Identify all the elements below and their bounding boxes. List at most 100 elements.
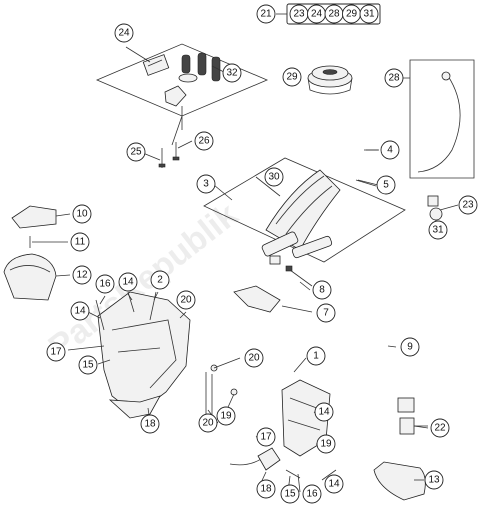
callout-number: 21 [260, 9, 272, 20]
callout-circle [216, 406, 236, 426]
callout-circle [72, 265, 92, 285]
callout-c8[interactable]: 8 [312, 280, 332, 300]
callout-labels: 24 32 29 28 25 26 4 3 30 5 23 31 10 11 12 16 14 2 20 8 14 7 17… [46, 23, 478, 504]
callout-circle [46, 342, 66, 362]
callout-circle [302, 484, 322, 504]
callout-c26[interactable]: 26 [194, 131, 214, 151]
callout-number: 19 [220, 411, 232, 422]
callout-number: 17 [260, 432, 272, 443]
callout-c15b[interactable]: 15 [280, 484, 300, 504]
headlight-mask-part [3, 253, 57, 301]
callout-header-item[interactable]: 31 [359, 4, 379, 24]
callout-circle [312, 280, 332, 300]
callout-c20c[interactable]: 20 [198, 413, 218, 433]
callout-c19a[interactable]: 19 [216, 406, 236, 426]
callout-number: 29 [346, 9, 358, 20]
key-part [181, 54, 191, 74]
header-group-lead[interactable]: 21 [256, 4, 276, 24]
callout-circle [424, 470, 444, 490]
callout-c17a[interactable]: 17 [46, 342, 66, 362]
callout-c14c[interactable]: 14 [314, 402, 334, 422]
cable-assembly [409, 59, 475, 221]
lock-ring-part [178, 73, 198, 83]
callout-number: 16 [306, 489, 318, 500]
callout-c18a[interactable]: 18 [140, 414, 160, 434]
callout-number: 23 [462, 200, 474, 211]
fuel-cap-part [307, 65, 353, 95]
callout-c14a[interactable]: 14 [118, 272, 138, 292]
callout-c17b[interactable]: 17 [256, 427, 276, 447]
callout-number: 22 [434, 423, 446, 434]
callout-number: 19 [320, 439, 332, 450]
callout-circle [316, 303, 336, 323]
callout-c25[interactable]: 25 [126, 142, 146, 162]
callout-c29[interactable]: 29 [282, 67, 302, 87]
fuel-pump-part [265, 169, 341, 251]
callout-circle [70, 301, 90, 321]
callout-c1[interactable]: 1 [306, 346, 326, 366]
callout-c9[interactable]: 9 [400, 337, 420, 357]
callout-number: 14 [122, 277, 134, 288]
callout-c14b[interactable]: 14 [70, 301, 90, 321]
callout-c28[interactable]: 28 [384, 68, 404, 88]
callout-number: 28 [388, 73, 400, 84]
callout-circle [194, 131, 214, 151]
filter-part [269, 255, 281, 265]
callout-circle [306, 346, 326, 366]
callout-number: 25 [130, 147, 142, 158]
callout-c20b[interactable]: 20 [244, 348, 264, 368]
callout-c14d[interactable]: 14 [324, 474, 344, 494]
callout-circle [380, 140, 400, 160]
callout-c2[interactable]: 2 [150, 270, 170, 290]
callout-c12[interactable]: 12 [72, 265, 92, 285]
callout-c23b[interactable]: 23 [458, 195, 478, 215]
lock-set-assembly [95, 43, 269, 146]
callout-c19b[interactable]: 19 [316, 434, 336, 454]
callout-c11[interactable]: 11 [70, 232, 90, 252]
callout-circle [256, 427, 276, 447]
callout-number: 32 [226, 68, 238, 79]
fairing-cover-part [11, 205, 57, 229]
callout-c24[interactable]: 24 [114, 23, 134, 43]
callout-circle [376, 175, 396, 195]
callout-c16a[interactable]: 16 [95, 274, 115, 294]
callout-header-item[interactable]: 24 [307, 4, 326, 24]
callout-c7[interactable]: 7 [316, 303, 336, 323]
callout-c4[interactable]: 4 [380, 140, 400, 160]
callout-circle [458, 195, 478, 215]
callout-c20a[interactable]: 20 [176, 290, 196, 310]
callout-c18b[interactable]: 18 [256, 479, 276, 499]
callout-c30[interactable]: 30 [264, 167, 284, 187]
callout-number: 14 [318, 407, 330, 418]
callout-number: 2 [157, 275, 163, 286]
callout-header-item[interactable]: 29 [342, 4, 361, 24]
callout-number: 4 [387, 145, 393, 156]
callout-number: 16 [99, 279, 111, 290]
callout-number: 7 [323, 308, 329, 319]
callout-number: 15 [284, 489, 296, 500]
screw-set [158, 142, 180, 168]
callout-header-lead[interactable]: 21 [256, 4, 276, 24]
callout-number: 28 [328, 9, 340, 20]
callout-c13[interactable]: 13 [424, 470, 444, 490]
callout-number: 23 [293, 9, 305, 20]
bracket-part [233, 285, 281, 313]
callout-c16b[interactable]: 16 [302, 484, 322, 504]
callout-circle [264, 167, 284, 187]
callout-c3[interactable]: 3 [196, 174, 216, 194]
callout-c22[interactable]: 22 [430, 418, 450, 438]
callout-header-item[interactable]: 23 [289, 4, 309, 24]
callout-number: 20 [202, 418, 214, 429]
callout-c31[interactable]: 31 [428, 220, 448, 240]
callout-circle [150, 270, 170, 290]
callout-number: 13 [428, 475, 440, 486]
callout-c15a[interactable]: 15 [78, 355, 98, 375]
callout-header-item[interactable]: 28 [324, 4, 344, 24]
callout-circle [196, 174, 216, 194]
leader-lines [32, 46, 459, 493]
callout-c10[interactable]: 10 [72, 204, 92, 224]
callout-circle [118, 272, 138, 292]
callout-c5[interactable]: 5 [376, 175, 396, 195]
callout-circle [430, 418, 450, 438]
callout-c32[interactable]: 32 [222, 63, 242, 83]
